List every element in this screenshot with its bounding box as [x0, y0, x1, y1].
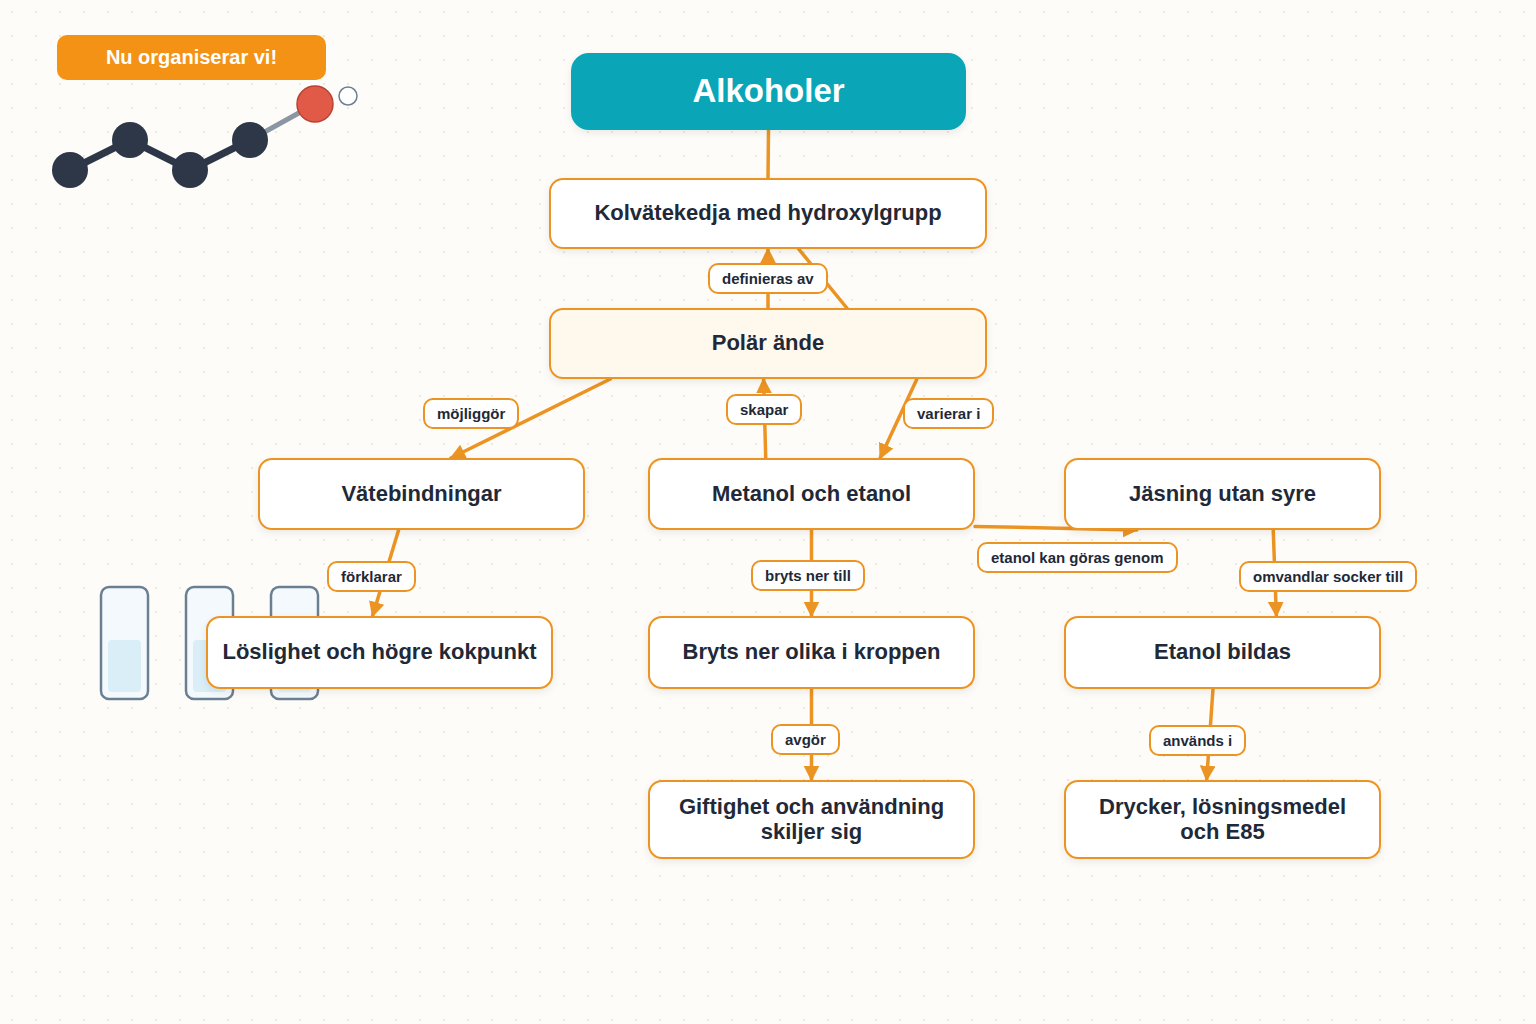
edge-label: omvandlar socker till — [1239, 561, 1417, 592]
node-text: Löslighet och högre kokpunkt — [222, 640, 536, 664]
edge-label: bryts ner till — [751, 560, 865, 591]
concept-box: Etanol bildas — [1064, 616, 1381, 689]
connector — [766, 130, 770, 178]
concept-box: Giftighet och användning skiljer sig — [648, 780, 975, 859]
node-text: Polär ände — [712, 331, 824, 355]
node-text: Etanol bildas — [1154, 640, 1291, 664]
edge-label: etanol kan göras genom — [977, 542, 1178, 573]
concept-box: Drycker, lösningsmedel och E85 — [1064, 780, 1381, 859]
node-text: Jäsning utan syre — [1129, 482, 1316, 506]
node-text: Metanol och etanol — [712, 482, 911, 506]
concept-box: Polär ände — [549, 308, 987, 379]
concept-box: Löslighet och högre kokpunkt — [206, 616, 553, 689]
concept-box: Vätebindningar — [258, 458, 585, 530]
node-text: Vätebindningar — [341, 482, 501, 506]
edge-label: varierar i — [903, 398, 994, 429]
molecule-icon — [52, 86, 357, 188]
edge-label: definieras av — [708, 263, 828, 294]
concept-box: Kolvätekedja med hydroxylgrupp — [549, 178, 987, 249]
concept-box: Metanol och etanol — [648, 458, 975, 530]
header-badge: Nu organiserar vi! — [57, 35, 326, 80]
edge-label: används i — [1149, 725, 1246, 756]
node-text: Drycker, lösningsmedel och E85 — [1080, 795, 1365, 843]
title-box: Alkoholer — [571, 53, 966, 130]
node-text: Alkoholer — [692, 73, 844, 109]
node-text: Bryts ner olika i kroppen — [683, 640, 941, 664]
edge-label: möjliggör — [423, 398, 519, 429]
node-text: Giftighet och användning skiljer sig — [664, 795, 959, 843]
edge-label: skapar — [726, 394, 802, 425]
concept-box: Bryts ner olika i kroppen — [648, 616, 975, 689]
edge-label: förklarar — [327, 561, 416, 592]
concept-box: Jäsning utan syre — [1064, 458, 1381, 530]
node-text: Kolvätekedja med hydroxylgrupp — [594, 201, 941, 225]
edge-label: avgör — [771, 724, 840, 755]
